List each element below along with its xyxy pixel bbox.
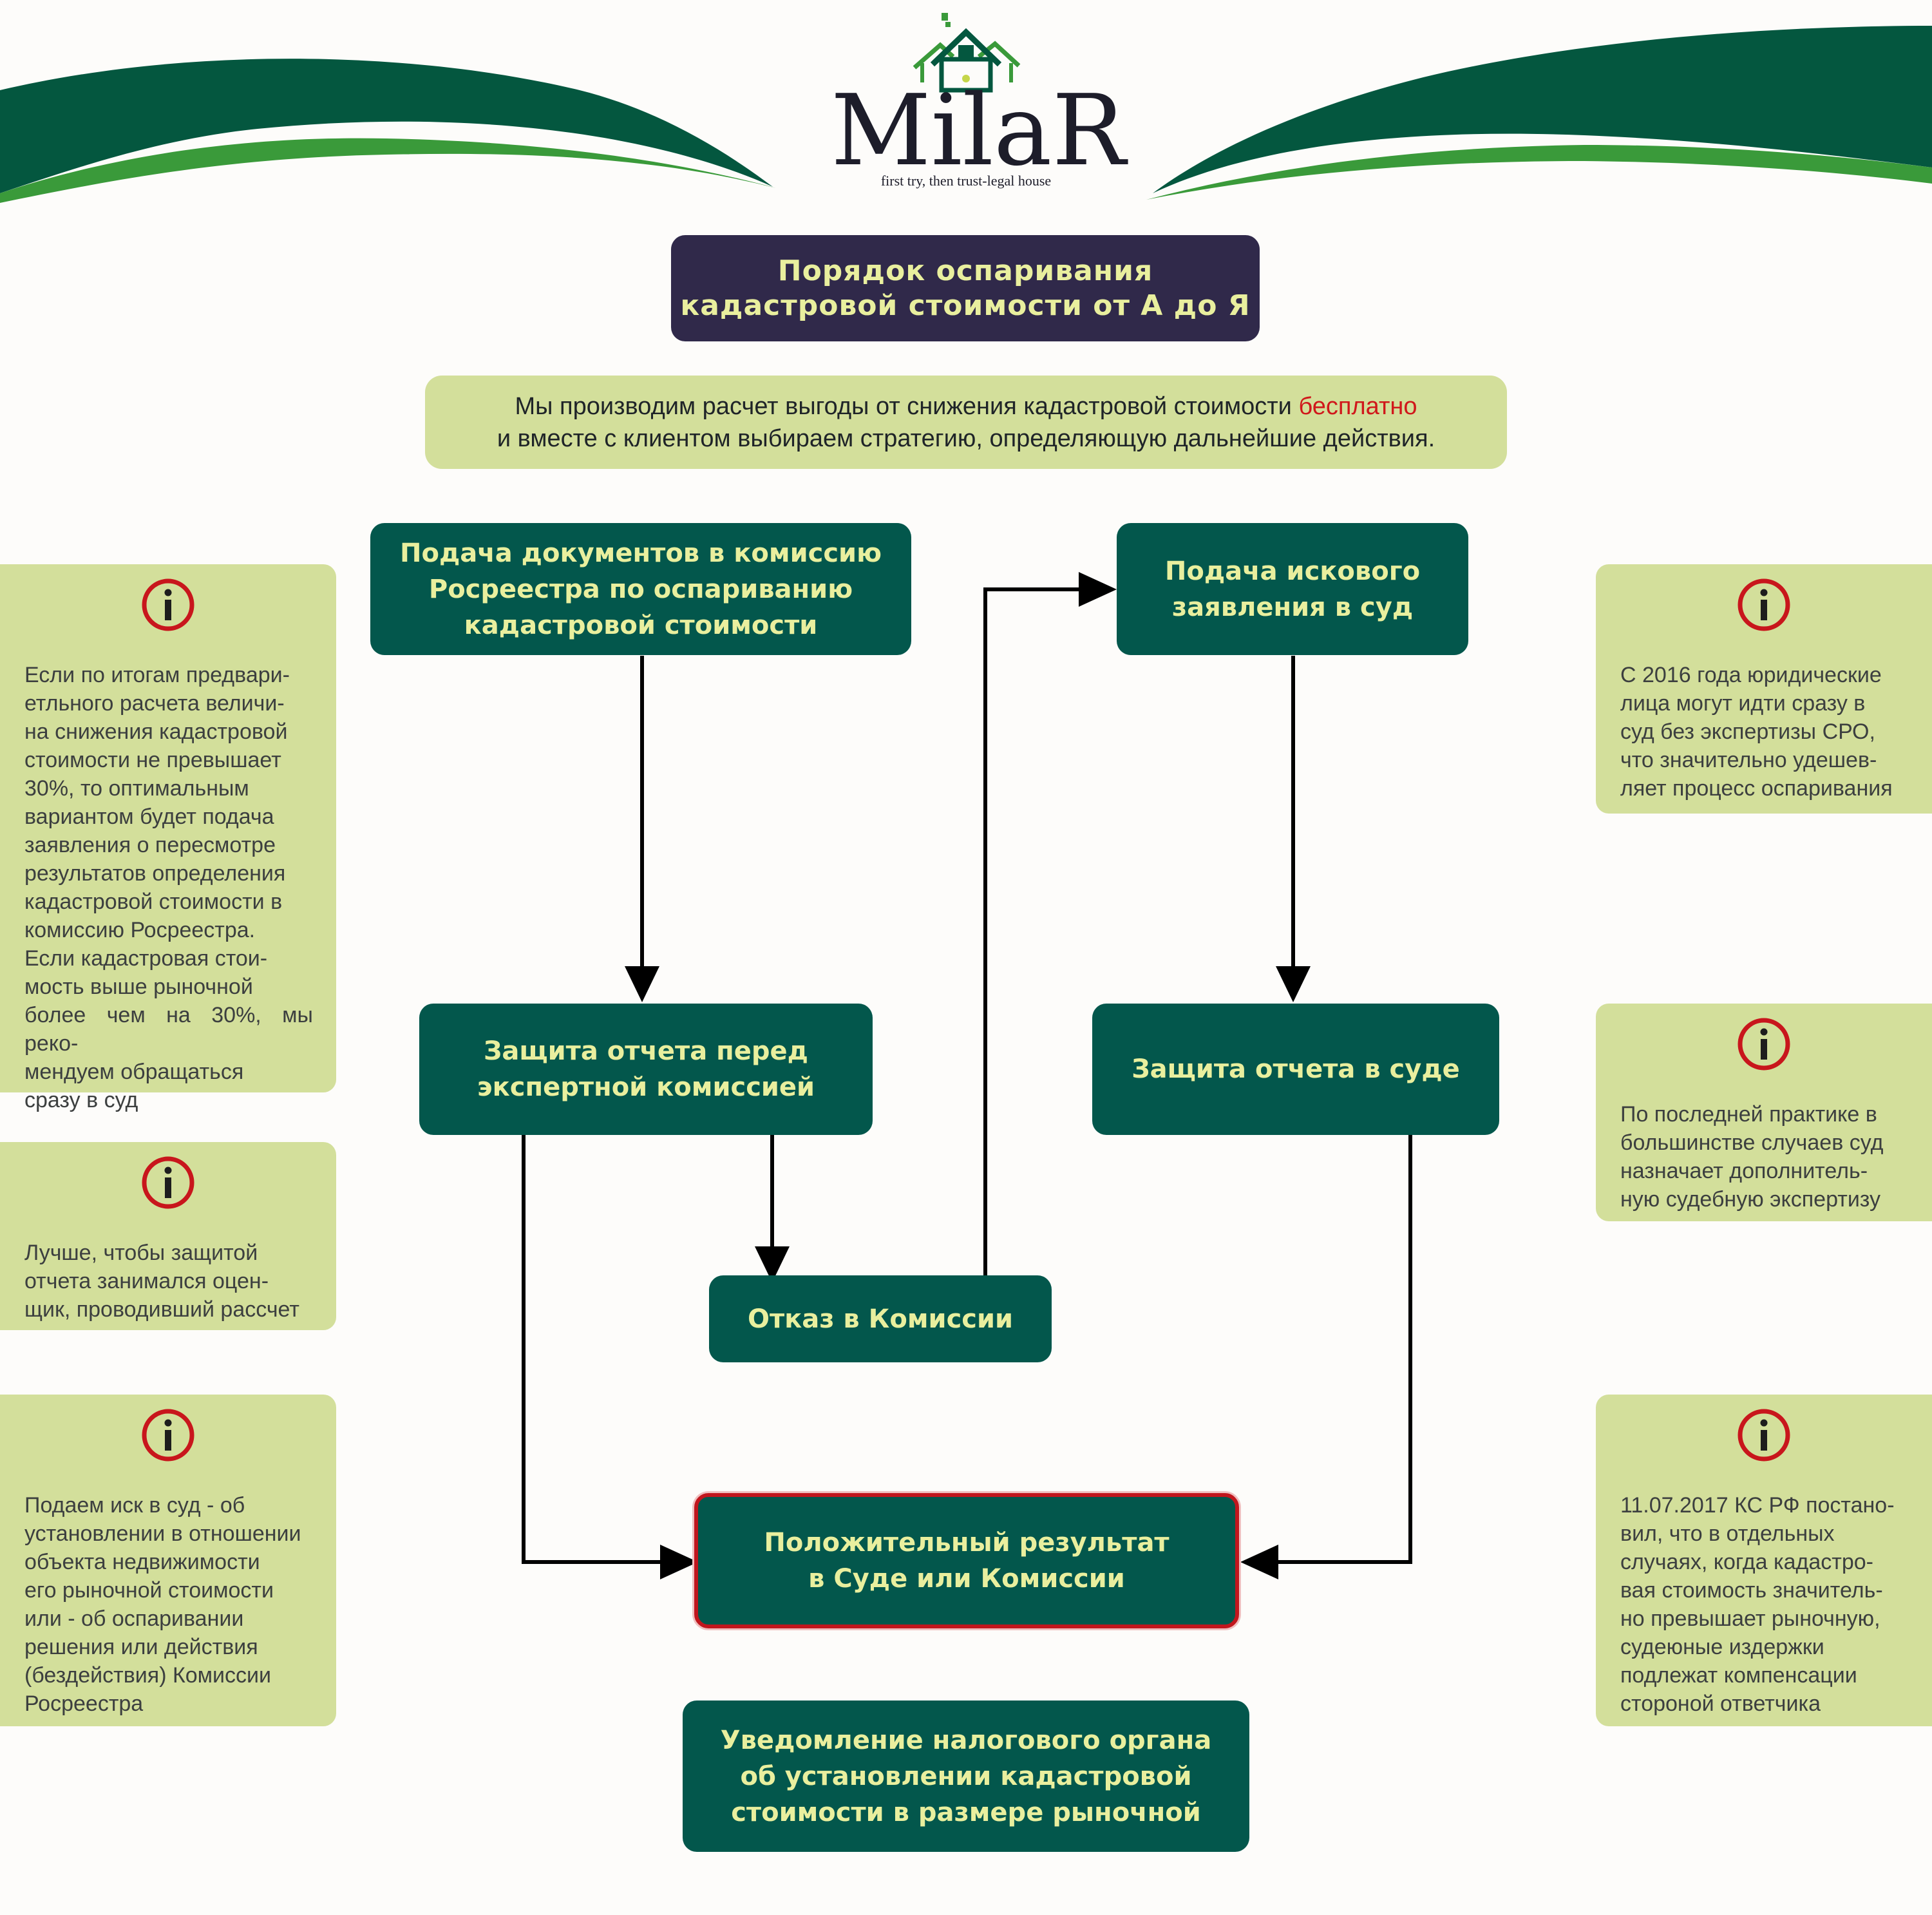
intro-banner: Мы производим расчет выгоды от снижения … xyxy=(425,376,1507,469)
header-wave-right xyxy=(1146,26,1932,200)
diagram-title: Порядок оспаривания кадастровой стоимост… xyxy=(671,235,1260,341)
info-note-left-1: Если по итогам предвари- етльного расчет… xyxy=(0,564,336,1112)
info-note-right-2: По последней практике в большинстве случ… xyxy=(1596,1004,1932,1221)
arrowhead-3 xyxy=(1079,572,1117,607)
info-note-text: По последней практике в большинстве случ… xyxy=(1620,1102,1884,1212)
intro-line-2: и вместе с клиентом выбираем стратегию, … xyxy=(497,424,1435,452)
brand-name: MilaR xyxy=(831,73,1126,187)
info-circle-icon xyxy=(142,1409,194,1462)
intro-line-1-text: Мы производим расчет выгоды от снижения … xyxy=(515,392,1299,420)
arrowhead-5 xyxy=(660,1545,698,1579)
header-wave-left xyxy=(0,59,776,203)
intro-line-1: Мы производим расчет выгоды от снижения … xyxy=(515,390,1417,423)
step-tax-notice: Уведомление налогового органа об установ… xyxy=(683,1701,1249,1852)
info-circle-icon xyxy=(142,1156,194,1209)
info-note-text: С 2016 года юридические лица могут идти … xyxy=(1620,663,1893,801)
arrow-defend-commission-to-result xyxy=(522,1135,663,1564)
info-note-right-3: 11.07.2017 КС РФ постано- вил, что в отд… xyxy=(1596,1395,1932,1726)
info-circle-icon xyxy=(142,578,194,631)
info-note-left-3: Подаем иск в суд - об установлении в отн… xyxy=(0,1395,336,1726)
step-defend-commission: Защита отчета перед экспертной комиссией xyxy=(419,1004,873,1135)
info-circle-icon xyxy=(1738,1018,1790,1071)
step-positive-result: Положительный результат в Суде или Комис… xyxy=(694,1493,1239,1628)
arrowhead-4 xyxy=(1276,966,1311,1002)
arrowhead-1 xyxy=(625,966,659,1002)
step-submit-court: Подача искового заявления в суд xyxy=(1117,523,1468,655)
brand-tagline: first try, then trust-legal house xyxy=(880,173,1052,189)
info-circle-icon xyxy=(1738,578,1790,631)
arrowhead-6 xyxy=(1240,1545,1278,1579)
intro-highlight: бесплатно xyxy=(1298,392,1417,420)
arrow-defend-court-to-result xyxy=(1275,1135,1412,1564)
step-defend-court: Защита отчета в суде xyxy=(1092,1004,1499,1135)
arrowhead-2 xyxy=(755,1246,790,1282)
info-note-text: Если по итогам предвари- етльного расчет… xyxy=(24,663,313,1112)
title-line-2: кадастровой стоимости от А до Я xyxy=(680,289,1251,322)
house-logo-icon xyxy=(913,13,1021,93)
info-circle-icon xyxy=(1738,1409,1790,1462)
step-commission-refusal: Отказ в Комиссии xyxy=(709,1275,1052,1362)
title-line-1: Порядок оспаривания xyxy=(777,254,1153,287)
info-note-text: 11.07.2017 КС РФ постано- вил, что в отд… xyxy=(1620,1493,1895,1716)
arrow-refusal-to-submit-court xyxy=(983,587,1082,1275)
info-note-left-2: Лучше, чтобы защитой отчета занимался оц… xyxy=(0,1142,336,1330)
info-note-right-1: С 2016 года юридические лица могут идти … xyxy=(1596,564,1932,814)
info-note-text: Лучше, чтобы защитой отчета занимался оц… xyxy=(24,1241,299,1322)
info-note-text: Подаем иск в суд - об установлении в отн… xyxy=(24,1493,301,1716)
step-submit-commission: Подача документов в комиссию Росреестра … xyxy=(370,523,911,655)
